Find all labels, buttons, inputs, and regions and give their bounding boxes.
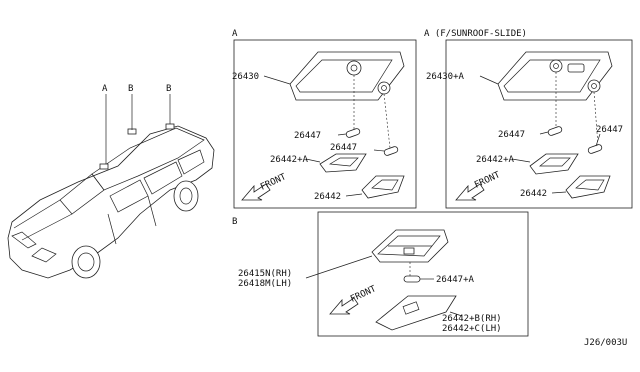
bulb-right [383,146,399,156]
front-arrow-a-sunroof: FRONT [455,170,502,201]
callout-b-2: B [166,84,171,94]
panel-b: B 26415N(RH) 26418M(LH) 26447+A 26442+B(… [232,211,529,337]
panel-a: A 26430 26447 26447 [232,29,417,209]
label-sunroof-26447-left: 26447 [498,130,525,140]
section-label-b: B [232,217,237,227]
panel-a-frame [233,39,417,209]
rear-wheel [173,180,199,212]
label-sunroof-26447-right: 26447 [596,125,623,135]
front-label-b: FRONT [349,284,378,305]
label-26430: 26430 [232,72,259,82]
label-26418m-lh: 26418M(LH) [238,279,292,289]
label-26430-a: 26430+A [426,72,465,82]
panel-a-sunroof: A (F/SUNROOF-SLIDE) 26430+A 26447 26447 [424,29,633,209]
sunroof-lens-lower [565,175,611,199]
label-26442: 26442 [314,192,341,202]
front-arrow-b: FRONT [329,284,378,315]
front-label-a-sunroof: FRONT [473,170,502,191]
label-26447-right: 26447 [330,143,357,153]
label-sunroof-26442-a: 26442+A [476,155,515,165]
bulb-left [345,128,361,138]
sunroof-bulb-left [547,126,563,136]
label-26447-left: 26447 [294,131,321,141]
label-sunroof-26442: 26442 [520,189,547,199]
callout-b-1: B [128,84,133,94]
front-arrow-a: FRONT [241,172,288,201]
room-lamp-lens [375,295,457,331]
room-lamp-housing [371,229,449,263]
map-lamp-marker [99,163,109,170]
car-illustration: A B B [7,84,215,279]
label-26447-a: 26447+A [436,275,475,285]
front-label-a: FRONT [259,172,288,193]
label-26442-b-rh: 26442+B(RH) [442,314,502,324]
label-26442-a: 26442+A [270,155,309,165]
lens-lower [361,175,405,199]
sunroof-lens-upper [529,153,579,175]
panel-a-sunroof-frame [445,39,633,209]
sunroof-map-lamp-housing [497,51,613,101]
sunroof-bulb-right [587,144,603,154]
callout-a: A [102,84,108,94]
lens-upper [319,153,367,173]
room-lamp-bulb [403,275,421,283]
section-label-a: A [232,29,238,39]
front-wheel [71,245,101,279]
map-lamp-housing [289,51,405,101]
label-26442-c-lh: 26442+C(LH) [442,324,502,334]
rear-lamp-marker [165,123,175,130]
section-label-a-sunroof: A (F/SUNROOF-SLIDE) [424,29,527,39]
label-26415n-rh: 26415N(RH) [238,269,292,279]
diagram-code: J26/003U [584,338,627,348]
